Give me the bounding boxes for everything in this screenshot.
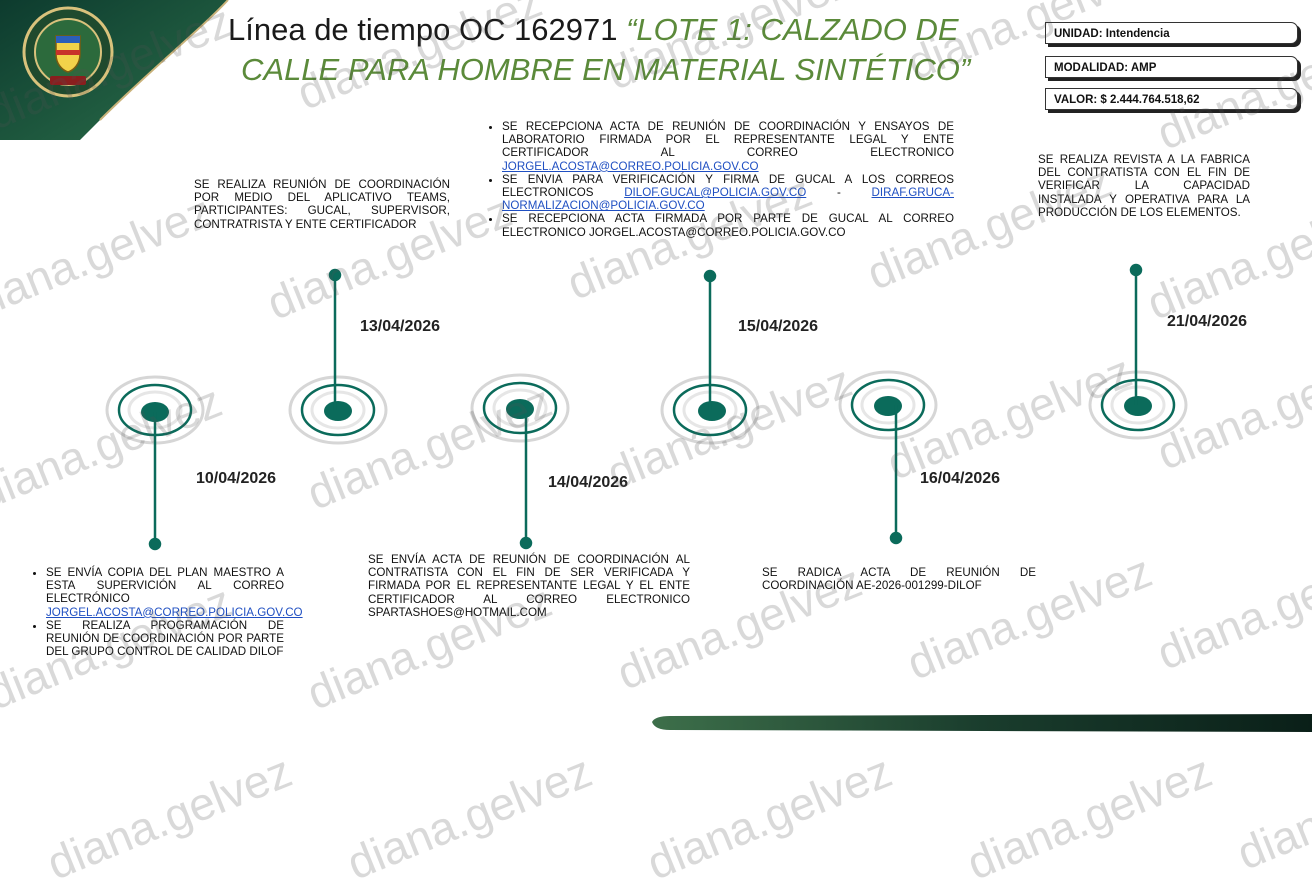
- timeline-graphic: [105, 263, 1312, 732]
- event-date-2: 13/04/2026: [360, 318, 441, 335]
- decorative-bar: [652, 714, 1312, 732]
- event-text-5: SE RADICA ACTA DE REUNIÓN DE COORDINACIÓ…: [762, 566, 1036, 593]
- event-text-3: SE ENVÍA ACTA DE REUNIÓN DE COORDINACIÓN…: [368, 553, 690, 619]
- info-box-valor: VALOR: $ 2.444.764.518,62: [1045, 88, 1298, 110]
- email-link[interactable]: JORGEL.ACOSTA@CORREO.POLICIA.GOV.CO: [502, 159, 759, 173]
- event-text-1: SE ENVÍA COPIA DEL PLAN MAESTRO A ESTA S…: [30, 566, 303, 658]
- event-text-6: SE REALIZA REVISTA A LA FABRICA DEL CONT…: [1038, 153, 1250, 219]
- police-emblem-icon: [22, 6, 114, 98]
- email-link[interactable]: JORGEL.ACOSTA@CORREO.POLICIA.GOV.CO: [46, 605, 303, 619]
- event-date-1: 10/04/2026: [196, 470, 277, 487]
- timeline-node-2: [288, 375, 388, 445]
- event-date-6: 21/04/2026: [1167, 313, 1248, 330]
- timeline-connectors: [148, 263, 1143, 551]
- info-box-unidad: UNIDAD: Intendencia: [1045, 22, 1298, 44]
- event-text-2: SE REALIZA REUNIÓN DE COORDINACIÓN POR M…: [194, 178, 450, 231]
- event-date-5: 16/04/2026: [920, 470, 1001, 487]
- timeline-node-6: [1088, 370, 1188, 440]
- page-title: Línea de tiempo OC 162971 “LOTE 1: CALZA…: [228, 10, 1048, 90]
- event-date-3: 14/04/2026: [548, 474, 629, 491]
- info-box-modalidad: MODALIDAD: AMP: [1045, 56, 1298, 78]
- timeline-node-5: [838, 370, 938, 440]
- title-subtitle-2: CALLE PARA HOMBRE EN MATERIAL SINTÉTICO”: [241, 52, 971, 87]
- email-link[interactable]: DILOF.GUCAL@POLICIA.GOV.CO: [624, 186, 807, 200]
- timeline-node-3: [470, 373, 570, 443]
- title-main: Línea de tiempo OC 162971: [228, 12, 618, 47]
- event-date-4: 15/04/2026: [738, 318, 819, 335]
- event-text-4: SE RECEPCIONA ACTA DE REUNIÓN DE COORDIN…: [486, 120, 954, 239]
- title-subtitle-1: “LOTE 1: CALZADO DE: [617, 12, 959, 47]
- email-link[interactable]: DIRAF.GRUCA-NORMALIZACION@POLICIA.GOV.CO: [502, 186, 954, 213]
